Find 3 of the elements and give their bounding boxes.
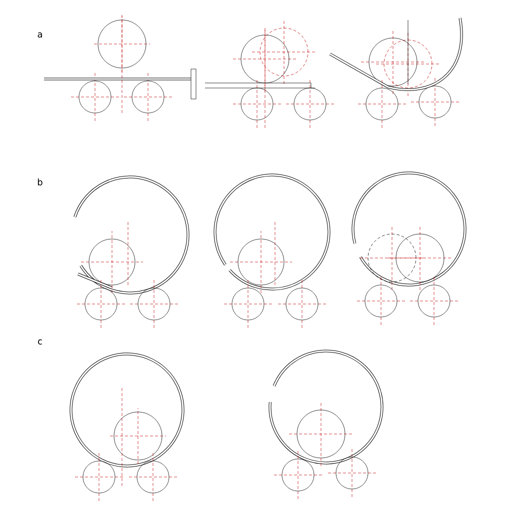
step-letter: a	[38, 32, 42, 38]
step-letter: c	[38, 339, 42, 345]
step-letter: b	[38, 178, 42, 186]
